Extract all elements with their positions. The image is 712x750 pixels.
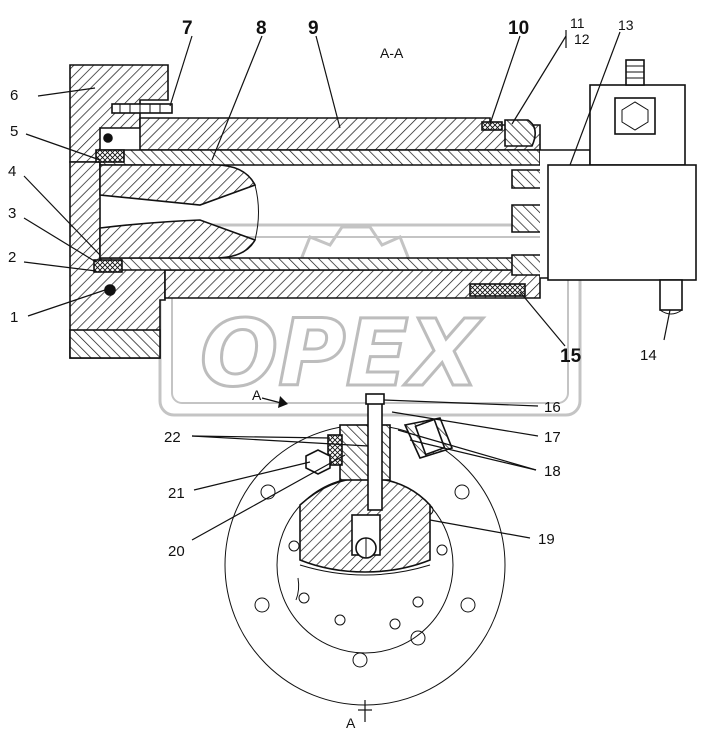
section-cut-bottom-label: A bbox=[346, 715, 356, 731]
wiper-11 bbox=[504, 119, 536, 147]
fitting-22 bbox=[327, 434, 343, 466]
clevis-body bbox=[547, 164, 697, 281]
liner-bottom bbox=[99, 257, 541, 271]
callout-4: 4 bbox=[8, 163, 16, 180]
cylinder-assembly bbox=[69, 59, 697, 359]
leader-lines bbox=[23, 31, 671, 541]
gear-icon bbox=[300, 225, 410, 271]
nut-21 bbox=[305, 449, 331, 475]
oring-top bbox=[103, 133, 113, 143]
section-cut-marker bbox=[261, 396, 288, 408]
barrel-top-wall bbox=[139, 117, 541, 151]
watermark-text: OPEX bbox=[200, 300, 483, 407]
bolt-7 bbox=[111, 103, 173, 114]
callout-17: 17 bbox=[544, 429, 561, 446]
bolt-holes-outer bbox=[254, 484, 476, 668]
callout-3: 3 bbox=[8, 205, 16, 222]
callout-12: 12 bbox=[574, 31, 590, 47]
plunger-core-top bbox=[99, 164, 257, 206]
seal-10 bbox=[481, 121, 503, 131]
callout-22: 22 bbox=[164, 429, 181, 446]
callout-8: 8 bbox=[256, 18, 267, 39]
callout-2: 2 bbox=[8, 249, 16, 266]
plunger-core-bottom bbox=[99, 219, 257, 259]
callout-6: 6 bbox=[10, 87, 18, 104]
callout-14: 14 bbox=[640, 347, 657, 364]
valve-stem bbox=[367, 399, 383, 511]
callout-16: 16 bbox=[544, 399, 561, 416]
callout-21: 21 bbox=[168, 485, 185, 502]
callout-18: 18 bbox=[544, 463, 561, 480]
callout-13: 13 bbox=[618, 17, 634, 33]
callout-7: 7 bbox=[182, 18, 193, 39]
callout-20: 20 bbox=[168, 543, 185, 560]
liner-top bbox=[99, 149, 541, 166]
watermark: OPEX bbox=[158, 223, 582, 417]
callout-1: 1 bbox=[10, 309, 18, 326]
callout-19: 19 bbox=[538, 531, 555, 548]
seal-5 bbox=[95, 149, 125, 163]
callout-10: 10 bbox=[508, 18, 529, 39]
callout-11: 11 bbox=[570, 15, 585, 31]
section-cut-left-label: A bbox=[252, 387, 262, 403]
callout-5: 5 bbox=[10, 123, 18, 140]
callout-9: 9 bbox=[308, 18, 319, 39]
plug-15 bbox=[469, 283, 526, 297]
hex-bolt-head bbox=[614, 97, 656, 135]
flange-view bbox=[224, 393, 506, 706]
section-cut-bottom bbox=[358, 700, 372, 722]
stem-cap-16 bbox=[365, 393, 385, 405]
pin-14 bbox=[659, 279, 683, 311]
callout-15: 15 bbox=[560, 346, 582, 367]
flange-foot bbox=[69, 329, 161, 359]
section-title: A-A bbox=[380, 45, 404, 61]
seal-2 bbox=[93, 259, 123, 273]
callout-labels: A-A A A 1 2 3 4 5 6 7 8 9 10 11 12 13 14… bbox=[8, 15, 657, 731]
